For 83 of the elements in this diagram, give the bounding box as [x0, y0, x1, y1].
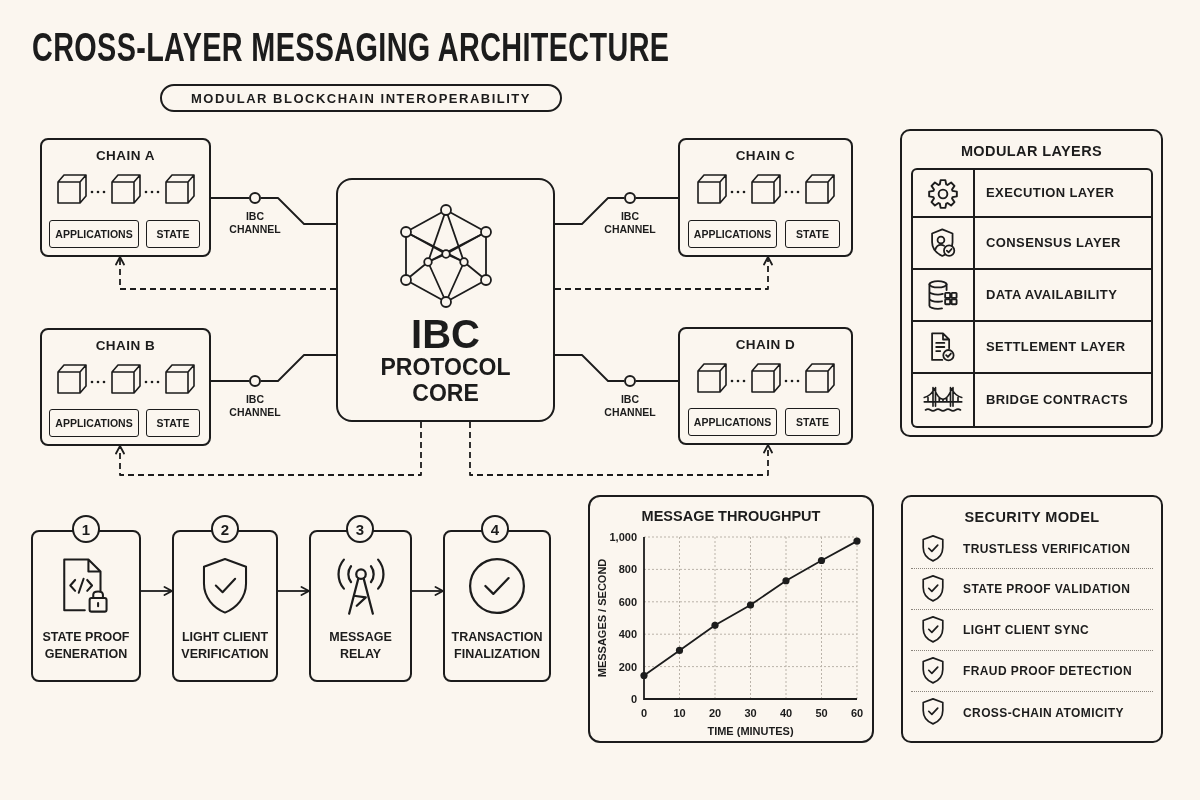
module-tag: APPLICATIONS [49, 409, 139, 437]
layer-row [911, 218, 1153, 270]
tick-label: 10 [673, 707, 686, 719]
module-tag: APPLICATIONS [688, 220, 777, 248]
security-label: TRUSTLESS VERIFICATION [963, 540, 1131, 558]
step-label: STATE PROOF GENERATION [41, 629, 131, 663]
tick-label: 50 [815, 707, 828, 719]
connector-line [210, 197, 250, 199]
tick-label: 400 [618, 628, 637, 641]
core-subheading: PROTOCOL CORE [379, 354, 512, 406]
chain-panel [678, 327, 853, 445]
arrow [277, 586, 310, 596]
layer-label: SETTLEMENT LAYER [986, 338, 1126, 356]
tick-label: 600 [618, 595, 637, 608]
panel-title: MODULAR LAYERS [960, 142, 1103, 160]
axis-title: MESSAGES / SECOND [596, 558, 608, 678]
tick-label: 0 [630, 693, 637, 705]
module-tag: APPLICATIONS [49, 220, 139, 248]
step-label: MESSAGE RELAY [328, 629, 393, 663]
connector-line [260, 354, 337, 382]
tick-label: 1,000 [609, 531, 637, 543]
dashed-arrow [469, 421, 773, 476]
tick-label: 40 [779, 707, 793, 719]
connector-line [635, 380, 679, 382]
connector-line [210, 380, 250, 382]
module-tag: STATE [146, 220, 200, 248]
security-label: CROSS-CHAIN ATOMICITY [963, 704, 1124, 722]
tick-label: 800 [618, 563, 637, 576]
dashed-arrow [554, 256, 773, 290]
channel-label: IBC CHANNEL [228, 393, 282, 419]
step-number-badge: 2 [211, 515, 239, 543]
step-number-badge: 3 [346, 515, 374, 543]
page-title: CROSS-LAYER MESSAGING ARCHITECTURE [32, 24, 670, 70]
channel-label: IBC CHANNEL [603, 393, 657, 419]
module-tag: STATE [146, 409, 200, 437]
dashed-arrow [115, 421, 422, 476]
info-panel [900, 129, 1163, 437]
subtitle-pill: MODULAR BLOCKCHAIN INTEROPERABILITY [160, 84, 562, 112]
connector-line [635, 197, 679, 199]
axis-title: TIME (MINUTES) [707, 725, 794, 737]
chain-title: CHAIN D [735, 337, 796, 353]
dashed-arrow [115, 256, 337, 290]
layer-label: DATA AVAILABILITY [986, 286, 1118, 304]
tick-label: 30 [744, 707, 757, 719]
layer-label: BRIDGE CONTRACTS [986, 391, 1129, 409]
layer-row [911, 270, 1153, 322]
step-number-badge: 4 [481, 515, 509, 543]
tick-label: 0 [640, 707, 648, 719]
layer-row [911, 168, 1153, 218]
layer-label: CONSENSUS LAYER [986, 234, 1121, 252]
module-tag: APPLICATIONS [688, 408, 777, 436]
channel-label: IBC CHANNEL [228, 210, 282, 236]
tick-label: 200 [618, 660, 637, 673]
step-number-badge: 1 [72, 515, 100, 543]
channel-label: IBC CHANNEL [603, 210, 657, 236]
tick-label: 20 [708, 707, 722, 719]
step-label: LIGHT CLIENT VERIFICATION [180, 629, 270, 663]
connector-line [554, 197, 625, 225]
core-heading: IBC [411, 314, 480, 354]
arrow [411, 586, 444, 596]
security-label: STATE PROOF VALIDATION [963, 581, 1131, 598]
security-label: FRAUD PROOF DETECTION [963, 663, 1133, 680]
chain-title: CHAIN B [95, 338, 156, 354]
info-panel [901, 495, 1163, 743]
step-label: TRANSACTION FINALIZATION [450, 629, 544, 663]
arrow [140, 586, 173, 596]
layer-row [911, 374, 1153, 428]
chain-title: CHAIN A [95, 148, 156, 164]
protocol-core-panel [336, 178, 555, 422]
security-label: LIGHT CLIENT SYNC [963, 622, 1090, 639]
chart-title: MESSAGE THROUGHPUT [641, 507, 821, 525]
layer-label: EXECUTION LAYER [986, 184, 1115, 202]
module-tag: STATE [785, 408, 840, 436]
chain-panel [678, 138, 853, 257]
connector-line [554, 354, 625, 382]
layer-row [911, 322, 1153, 374]
chain-panel [40, 138, 211, 257]
panel-title: SECURITY MODEL [964, 508, 1100, 526]
connector-line [260, 197, 337, 225]
module-tag: STATE [785, 220, 840, 248]
chain-panel [40, 328, 211, 446]
tick-label: 60 [850, 707, 864, 719]
chain-title: CHAIN C [735, 148, 796, 164]
